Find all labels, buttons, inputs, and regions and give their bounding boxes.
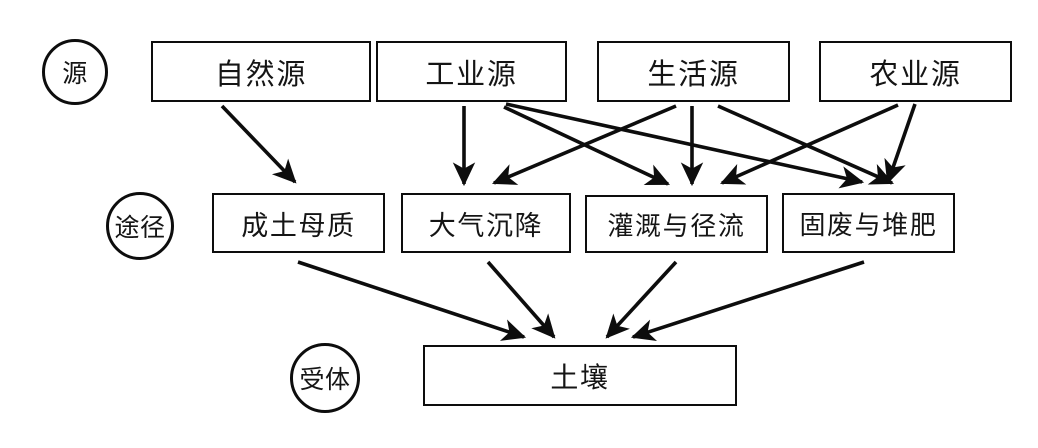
source-node-domestic-label: 生活源 [647, 56, 740, 91]
tier-label-receptor-text: 受体 [299, 365, 351, 394]
source-node-natural[interactable]: 自然源 [151, 41, 371, 102]
source-node-industrial-label: 工业源 [425, 56, 518, 91]
source-node-agriculture[interactable]: 农业源 [819, 41, 1012, 102]
edge-parent-material-to-soil [297, 260, 527, 341]
tier-label-source: 源 [42, 39, 108, 105]
pathway-node-solid-waste[interactable]: 固废与堆肥 [782, 193, 955, 253]
tier-label-pathway: 途径 [106, 192, 174, 260]
receptor-node-soil-label: 土壤 [550, 360, 610, 394]
pathway-node-parent-material[interactable]: 成土母质 [212, 193, 385, 253]
tier-label-receptor: 受体 [290, 343, 360, 413]
pathway-node-parent-material-label: 成土母质 [241, 210, 356, 242]
pathway-node-solid-waste-label: 固废与堆肥 [799, 210, 938, 241]
source-node-domestic[interactable]: 生活源 [597, 41, 790, 102]
source-node-natural-label: 自然源 [214, 56, 308, 91]
edge-industrial-to-irrigation [503, 105, 670, 186]
pathway-node-irrigation[interactable]: 灌溉与径流 [585, 195, 768, 253]
receptor-node-soil[interactable]: 土壤 [423, 345, 737, 406]
edge-solid-waste-to-soil [630, 260, 865, 342]
edge-domestic-to-atmospheric [492, 104, 677, 185]
edge-natural-to-parent-material [220, 104, 297, 184]
source-node-industrial[interactable]: 工业源 [376, 41, 567, 102]
tier-label-pathway-text: 途径 [114, 213, 166, 242]
pathway-node-atmospheric[interactable]: 大气沉降 [401, 193, 571, 253]
edge-agriculture-to-irrigation [720, 103, 899, 185]
pathway-node-atmospheric-label: 大气沉降 [428, 210, 544, 242]
tier-label-source-text: 源 [62, 59, 88, 88]
source-node-agriculture-label: 农业源 [869, 56, 962, 91]
edge-irrigation-to-soil [605, 260, 678, 339]
edge-industrial-to-solid-waste [505, 102, 865, 189]
edge-domestic-to-solid-waste [717, 104, 894, 185]
edge-atmospheric-to-soil [486, 260, 556, 339]
pathway-node-irrigation-label: 灌溉与径流 [607, 211, 746, 242]
edge-agriculture-to-solid-waste [884, 103, 917, 185]
